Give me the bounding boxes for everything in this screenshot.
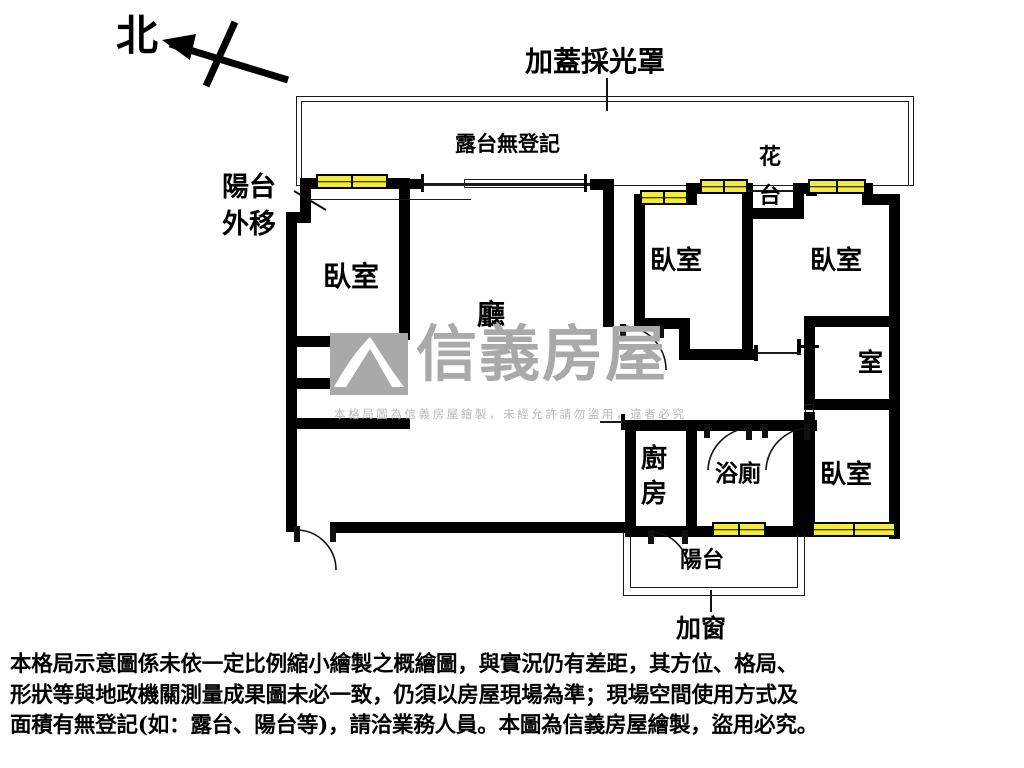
flower-box-sill	[748, 190, 798, 192]
wall-right-top-bedroom-top	[793, 183, 817, 194]
room-label-small-room: 室	[858, 348, 884, 377]
room-label-bedroom-right-bottom: 臥室	[820, 460, 873, 490]
wall-right-top-bedroom-riser2	[862, 183, 873, 205]
wall-right-top-bedroom-top2	[862, 194, 900, 205]
sliding-door-panel	[464, 179, 586, 188]
window-bedroom-mid-right	[700, 179, 748, 194]
wall-bedroom-mid-bottom	[645, 318, 690, 329]
room-label-bedroom-mid: 臥室	[650, 246, 703, 276]
wall-bedroom-mid-bottom-2	[679, 349, 754, 360]
skylight-leader	[606, 78, 608, 111]
terrace-label: 露台無登記	[455, 131, 560, 156]
wall-bedroom-mid-riser	[686, 183, 697, 205]
north-arrow-icon	[162, 20, 290, 88]
room-label-bedroom-left: 臥室	[323, 260, 380, 293]
wall-bathroom-right	[793, 431, 804, 536]
wall-small-room-bottom	[804, 399, 900, 410]
room-label-bedroom-right-top: 臥室	[810, 246, 863, 276]
wall-bedroom-left-outer-upper	[300, 178, 311, 220]
north-arrow-group: 北	[110, 8, 310, 108]
window-bedroom-right-top	[808, 179, 866, 194]
balcony-moved-leader-tick	[293, 190, 327, 211]
disclaimer-line-1: 本格局示意圖係未依一定比例縮小繪製之概繪圖，與實況仍有差距，其方位、格局、	[10, 652, 799, 677]
wall-living-top-left	[410, 179, 422, 189]
room-label-bathroom: 浴廁	[715, 460, 761, 487]
room-label-kitchen-line2: 房	[641, 479, 668, 509]
balcony-moved-leader-horizontal	[311, 199, 471, 201]
wall-kitchen-right	[686, 431, 697, 536]
wall-bedroom-mid-bottom-riser	[679, 318, 690, 360]
wall-bedroom-left-right	[399, 178, 410, 340]
window-lower-right-bedroom-bottom	[812, 522, 896, 537]
balcony-moved-label-line2: 外移	[222, 209, 276, 240]
small-room-door-line	[756, 352, 801, 354]
door-bedroom-mid	[620, 324, 667, 371]
wall-living-top-right	[590, 179, 614, 190]
disclaimer-line-2: 形狀等與地政機關測量成果圖未必一致，仍須以房屋現場為準；現場空間使用方式及	[10, 682, 799, 708]
sliding-door-track-top	[422, 183, 602, 185]
wall-bedroom-mid-right	[742, 183, 753, 360]
wall-flower-box-bottom	[742, 208, 804, 219]
wall-right-outer	[889, 194, 900, 539]
room-label-kitchen-line1: 廚	[641, 444, 668, 474]
balcony-moved-label-line1: 陽台	[222, 172, 276, 203]
door-bedroom-left	[356, 341, 406, 390]
skylight-label: 加蓋採光罩	[525, 45, 666, 78]
window-bathroom-bottom	[712, 522, 766, 537]
door-kitchen	[648, 530, 689, 571]
wall-bottom-left-horizontal	[330, 522, 630, 533]
wall-corridor-stub-2	[297, 418, 410, 429]
small-room-door-jamb-post	[797, 339, 801, 355]
wall-flower-box-left	[742, 183, 753, 219]
room-label-flower-box-line2: 台	[759, 183, 782, 209]
room-label-balcony-bottom: 陽台	[680, 547, 725, 573]
balcony-bottom-inner-outline	[630, 533, 798, 588]
wall-bedroom-left-jog	[286, 212, 311, 223]
door-entry-bottom-left	[294, 526, 337, 571]
balcony-bottom-outline	[623, 533, 805, 596]
wall-kitchen-top	[625, 420, 817, 431]
small-room-door-stop	[754, 345, 758, 361]
disclaimer-line-3: 面積有無登記(如：露台、陽台等)，請洽業務人員。本圖為信義房屋繪製，盜用必究。	[10, 713, 819, 739]
wall-bedroom-mid-left	[634, 194, 645, 328]
room-label-living: 廳	[477, 298, 506, 331]
wall-outer-left	[286, 212, 297, 532]
wall-living-right	[603, 179, 614, 327]
sliding-door-jamb-right	[584, 174, 587, 192]
kitchen-door-line	[600, 421, 626, 423]
small-room-door-jamb-top	[799, 345, 819, 348]
added-window-leader	[710, 590, 712, 612]
wall-right-top-bedroom-bottom	[804, 316, 900, 327]
door-lower-right-bedroom	[762, 424, 810, 471]
north-label: 北	[116, 11, 159, 60]
sliding-door-jamb-left	[421, 174, 424, 192]
door-bathroom	[704, 424, 752, 471]
wall-kitchen-left	[625, 420, 636, 536]
window-bedroom-left-top	[316, 174, 388, 189]
wall-right-top-bedroom-left	[793, 183, 804, 213]
skylight-canopy-inner-outline	[301, 101, 909, 186]
wall-small-room-left	[804, 316, 815, 410]
wall-lower-right-bedroom-left	[804, 412, 815, 537]
added-window-label: 加窗	[676, 614, 727, 643]
room-label-flower-box-line1: 花	[759, 144, 782, 170]
disclaimer: 本格局示意圖係未依一定比例縮小繪製之概繪圖，與實況仍有差距，其方位、格局、 形狀…	[10, 650, 1014, 742]
window-bedroom-mid-left	[640, 190, 688, 205]
wall-kitchen-bottom	[625, 526, 697, 537]
